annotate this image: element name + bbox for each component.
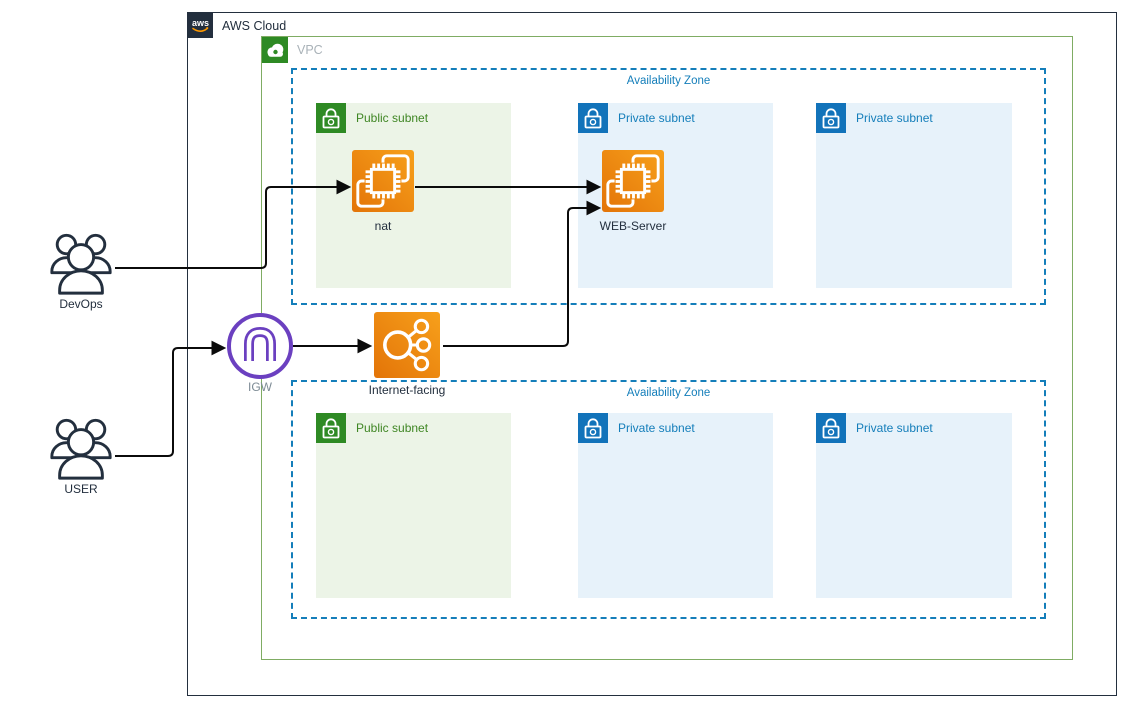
public-subnet-box-2[interactable]: Public subnet	[316, 413, 511, 598]
users-icon	[50, 233, 112, 295]
availability-zone-1-label: Availability Zone	[626, 75, 711, 87]
private-subnet-box-2[interactable]: Private subnet	[816, 103, 1012, 288]
elastic-load-balancer-icon	[374, 312, 440, 378]
vpc-header: VPC	[262, 37, 323, 63]
users-icon	[50, 418, 112, 480]
availability-zone-2-label: Availability Zone	[626, 387, 711, 399]
subnet-label: Private subnet	[618, 111, 695, 125]
internet-gateway-igw[interactable]	[225, 311, 295, 386]
private-subnet-lock-icon	[578, 103, 608, 133]
private-subnet-lock-icon	[816, 103, 846, 133]
ec2-instance-icon	[352, 150, 414, 212]
internet-gateway-icon	[227, 313, 293, 379]
web-server-label: WEB-Server	[599, 219, 667, 233]
private-subnet-box-4[interactable]: Private subnet	[816, 413, 1012, 598]
aws-cloud-header: aws AWS Cloud	[188, 13, 286, 38]
actor-devops[interactable]	[47, 229, 115, 302]
subnet-label: Public subnet	[356, 111, 429, 125]
private-subnet-lock-icon	[578, 413, 608, 443]
load-balancer-internet-facing[interactable]	[374, 312, 440, 383]
subnet-label: Public subnet	[356, 421, 429, 435]
internet-facing-label: Internet-facing	[368, 383, 446, 397]
private-subnet-box-3[interactable]: Private subnet	[578, 413, 773, 598]
private-subnet-lock-icon	[816, 413, 846, 443]
devops-label: DevOps	[59, 297, 103, 311]
nat-label: nat	[374, 219, 392, 233]
public-subnet-lock-icon	[316, 413, 346, 443]
subnet-label: Private subnet	[618, 421, 695, 435]
ec2-instance-nat[interactable]	[352, 150, 414, 217]
igw-label: IGW	[248, 380, 272, 394]
vpc-label: VPC	[297, 43, 323, 57]
subnet-label: Private subnet	[856, 111, 933, 125]
ec2-instance-web-server[interactable]	[602, 150, 664, 217]
aws-logo-text: aws	[192, 18, 209, 28]
aws-smile-curve	[192, 27, 209, 32]
public-subnet-lock-icon	[316, 103, 346, 133]
subnet-label: Private subnet	[856, 421, 933, 435]
aws-cloud-label: AWS Cloud	[222, 18, 287, 33]
vpc-cloud-icon	[262, 37, 288, 63]
availability-zone-2[interactable]: Availability Zone	[291, 380, 1046, 619]
aws-logo-icon: aws	[188, 13, 213, 38]
ec2-instance-icon	[602, 150, 664, 212]
user-label: USER	[64, 482, 98, 496]
actor-user[interactable]	[47, 414, 115, 487]
